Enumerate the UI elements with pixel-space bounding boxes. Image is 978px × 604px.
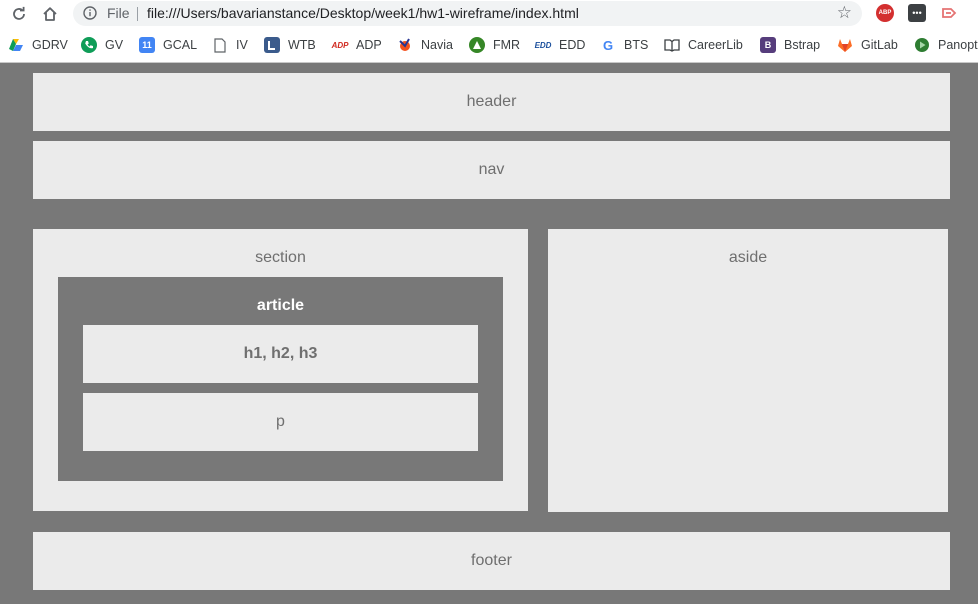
headings-box: h1, h2, h3 (83, 325, 478, 383)
bookmarks-bar: GDRV GV 11 GCAL IV WTB ADP ADP (0, 33, 978, 57)
adblock-plus-icon[interactable]: ABP (876, 4, 894, 22)
google-icon: G (602, 37, 614, 53)
bookmark-label: BTS (624, 38, 649, 52)
adp-icon: ADP (331, 40, 349, 50)
bookmark-bstrap[interactable]: B Bstrap (760, 33, 820, 57)
bookmark-label: Panopt (938, 38, 978, 52)
bookmark-gitlab[interactable]: GitLab (837, 33, 898, 57)
header-label: header (466, 93, 517, 110)
bookmark-label: GCAL (163, 38, 198, 52)
paragraph-box: p (83, 393, 478, 451)
home-icon (43, 7, 57, 21)
bookmark-careerlib[interactable]: CareerLib (664, 33, 743, 57)
browser-chrome: File file:///Users/bavarianstance/Deskto… (0, 0, 978, 63)
fmr-icon (469, 37, 485, 53)
bookmark-gdrv[interactable]: GDRV (8, 33, 68, 57)
browser-toolbar: File file:///Users/bavarianstance/Deskto… (0, 0, 978, 28)
article-label: article (256, 297, 305, 314)
extension-menu-icon[interactable]: ••• (908, 4, 926, 22)
bookmark-label: CareerLib (688, 38, 743, 52)
cast-extension-icon[interactable] (940, 4, 958, 22)
nav-label: nav (478, 161, 505, 178)
bookmark-label: Navia (421, 38, 453, 52)
footer-box: footer (33, 532, 950, 590)
bookmark-edd[interactable]: EDD EDD (534, 33, 586, 57)
google-calendar-icon: 11 (139, 37, 155, 53)
url-text[interactable]: file:///Users/bavarianstance/Desktop/wee… (147, 5, 579, 21)
gitlab-icon (837, 37, 853, 53)
bookmark-star-icon[interactable]: ☆ (836, 3, 852, 22)
section-label: section (255, 249, 306, 266)
article-box: article h1, h2, h3 p (58, 277, 503, 481)
book-icon (664, 37, 680, 53)
bookmark-gv[interactable]: GV (81, 33, 123, 57)
bookmark-label: IV (236, 38, 248, 52)
bookmark-fmr[interactable]: FMR (469, 33, 520, 57)
address-divider (137, 7, 138, 21)
paragraph-label: p (276, 413, 285, 430)
nav-box: nav (33, 141, 950, 199)
info-icon[interactable] (83, 6, 97, 20)
header-box: header (33, 73, 950, 131)
aside-box: aside (548, 229, 948, 512)
bookmark-label: WTB (288, 38, 316, 52)
bootstrap-icon: B (760, 37, 776, 53)
home-button[interactable] (39, 3, 61, 25)
bookmark-adp[interactable]: ADP ADP (332, 33, 382, 57)
reload-button[interactable] (8, 3, 30, 25)
google-drive-icon (8, 37, 24, 53)
bookmark-label: ADP (356, 38, 382, 52)
bookmark-panopt[interactable]: Panopt (914, 33, 978, 57)
bookmark-label: FMR (493, 38, 521, 52)
bookmark-iv[interactable]: IV (212, 33, 248, 57)
bookmark-label: GDRV (32, 38, 68, 52)
bookmark-gcal[interactable]: 11 GCAL (139, 33, 197, 57)
bookmark-navia[interactable]: Navia (397, 33, 453, 57)
google-voice-icon (81, 37, 97, 53)
bookmark-wtb[interactable]: WTB (264, 33, 316, 57)
address-bar[interactable]: File file:///Users/bavarianstance/Deskto… (73, 1, 862, 26)
navia-icon (397, 37, 413, 53)
panopto-icon (914, 37, 930, 53)
wtb-icon (264, 37, 280, 53)
page-icon (212, 37, 228, 53)
headings-label: h1, h2, h3 (243, 345, 318, 362)
footer-label: footer (471, 552, 512, 569)
bookmark-label: GV (105, 38, 124, 52)
reload-icon (13, 6, 25, 20)
bookmark-label: Bstrap (784, 38, 821, 52)
url-scheme-label: File (107, 5, 130, 21)
arrow-extension-icon (942, 8, 957, 18)
edd-icon: EDD (534, 40, 552, 50)
section-box: section article h1, h2, h3 p (33, 229, 528, 511)
aside-label: aside (728, 249, 768, 266)
bookmark-label: EDD (559, 38, 586, 52)
bookmark-label: GitLab (861, 38, 898, 52)
bookmark-bts[interactable]: G BTS (600, 33, 648, 57)
